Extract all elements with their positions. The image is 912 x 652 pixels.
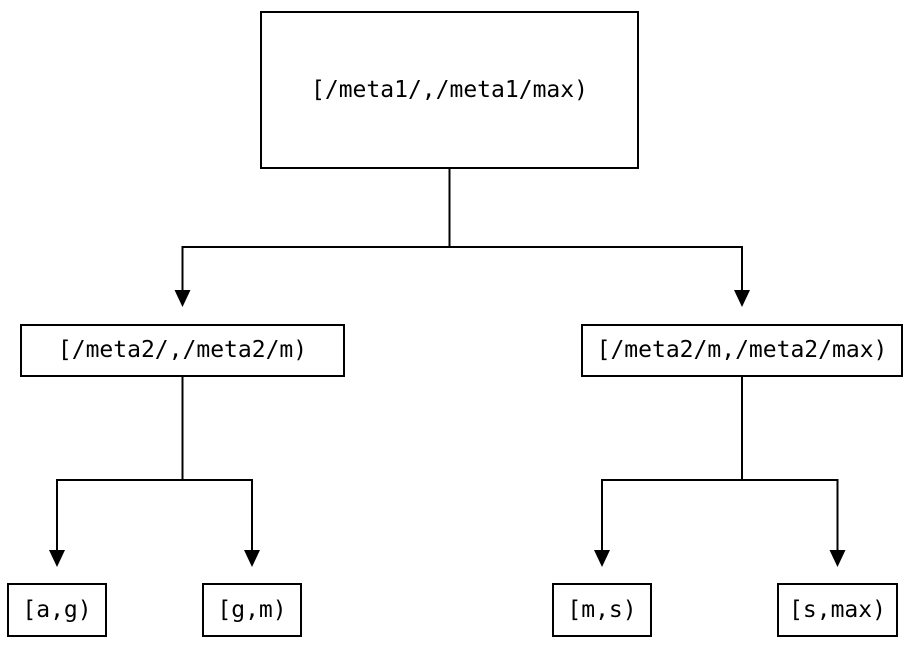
node-leaf-smax: [s,max) (777, 583, 898, 637)
arrowhead-down-icon (174, 290, 191, 307)
arrowhead-down-icon (49, 550, 65, 567)
node-leaf-ag-label: [a,g) (22, 596, 92, 623)
arrowhead-down-icon (734, 290, 750, 307)
edge-root-to-children (181, 169, 743, 290)
node-leaf-gm-label: [g,m) (217, 596, 287, 623)
node-leaf-ms: [m,s) (552, 583, 652, 637)
node-root-label: [/meta1/,/meta1/max) (311, 76, 588, 103)
node-meta2-upper: [/meta2/m,/meta2/max) (581, 324, 903, 377)
node-leaf-smax-label: [s,max) (789, 596, 886, 623)
arrowhead-down-icon (244, 550, 260, 567)
node-leaf-ms-label: [m,s) (567, 596, 637, 623)
arrowhead-down-icon (594, 550, 610, 567)
node-meta2-lower: [/meta2/,/meta2/m) (20, 324, 345, 377)
arrowheads (49, 290, 846, 567)
arrowhead-down-icon (829, 550, 846, 567)
edge-midright-to-children (601, 377, 839, 550)
node-leaf-ag: [a,g) (7, 583, 107, 637)
node-root: [/meta1/,/meta1/max) (260, 11, 639, 169)
edge-midleft-to-children (56, 377, 253, 550)
node-meta2-upper-label: [/meta2/m,/meta2/max) (596, 337, 888, 363)
node-meta2-lower-label: [/meta2/,/meta2/m) (57, 337, 308, 363)
node-leaf-gm: [g,m) (202, 583, 302, 637)
